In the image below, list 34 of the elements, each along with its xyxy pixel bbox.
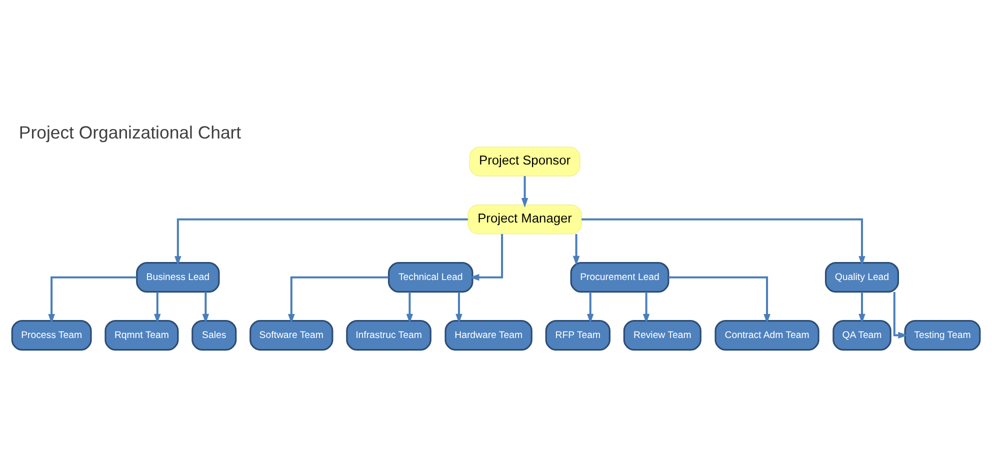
node-box: QA Team [832,320,892,350]
node-box: RFP Team [545,320,610,350]
node-box: Sales [192,320,237,350]
node-box: Project Sponsor [469,146,580,176]
arrow [154,291,161,324]
node-box: Quality Lead [824,262,899,292]
arrow [572,234,580,266]
node-box: Infrastruc Team [346,320,432,350]
node-box: Business Lead [136,262,220,292]
node-box: Procurement Lead [570,262,670,292]
arrow [174,218,468,266]
arrow [406,291,414,324]
arrow [642,291,650,324]
node-box: Software Team [250,320,334,350]
arrow [470,234,504,280]
arrow [668,276,770,324]
arrow [582,218,866,266]
arrow [858,291,866,324]
arrow [48,276,137,324]
node-box: Testing Team [904,320,981,350]
node-box: Rqmnt Team [104,320,179,350]
arrow [521,176,528,208]
node-box: Review Team [623,320,702,350]
node-box: Project Manager [468,204,582,234]
arrow [586,291,594,324]
arrow [288,276,388,324]
node-box: Technical Lead [388,262,474,292]
node-box: Hardware Team [444,320,532,350]
arrow [202,291,210,324]
node-box: Contract Adm Team [714,320,820,350]
arrow [456,291,462,324]
node-box: Process Team [11,320,92,350]
diagram-title: Project Organizational Chart [18,122,242,142]
arrow [893,291,908,338]
